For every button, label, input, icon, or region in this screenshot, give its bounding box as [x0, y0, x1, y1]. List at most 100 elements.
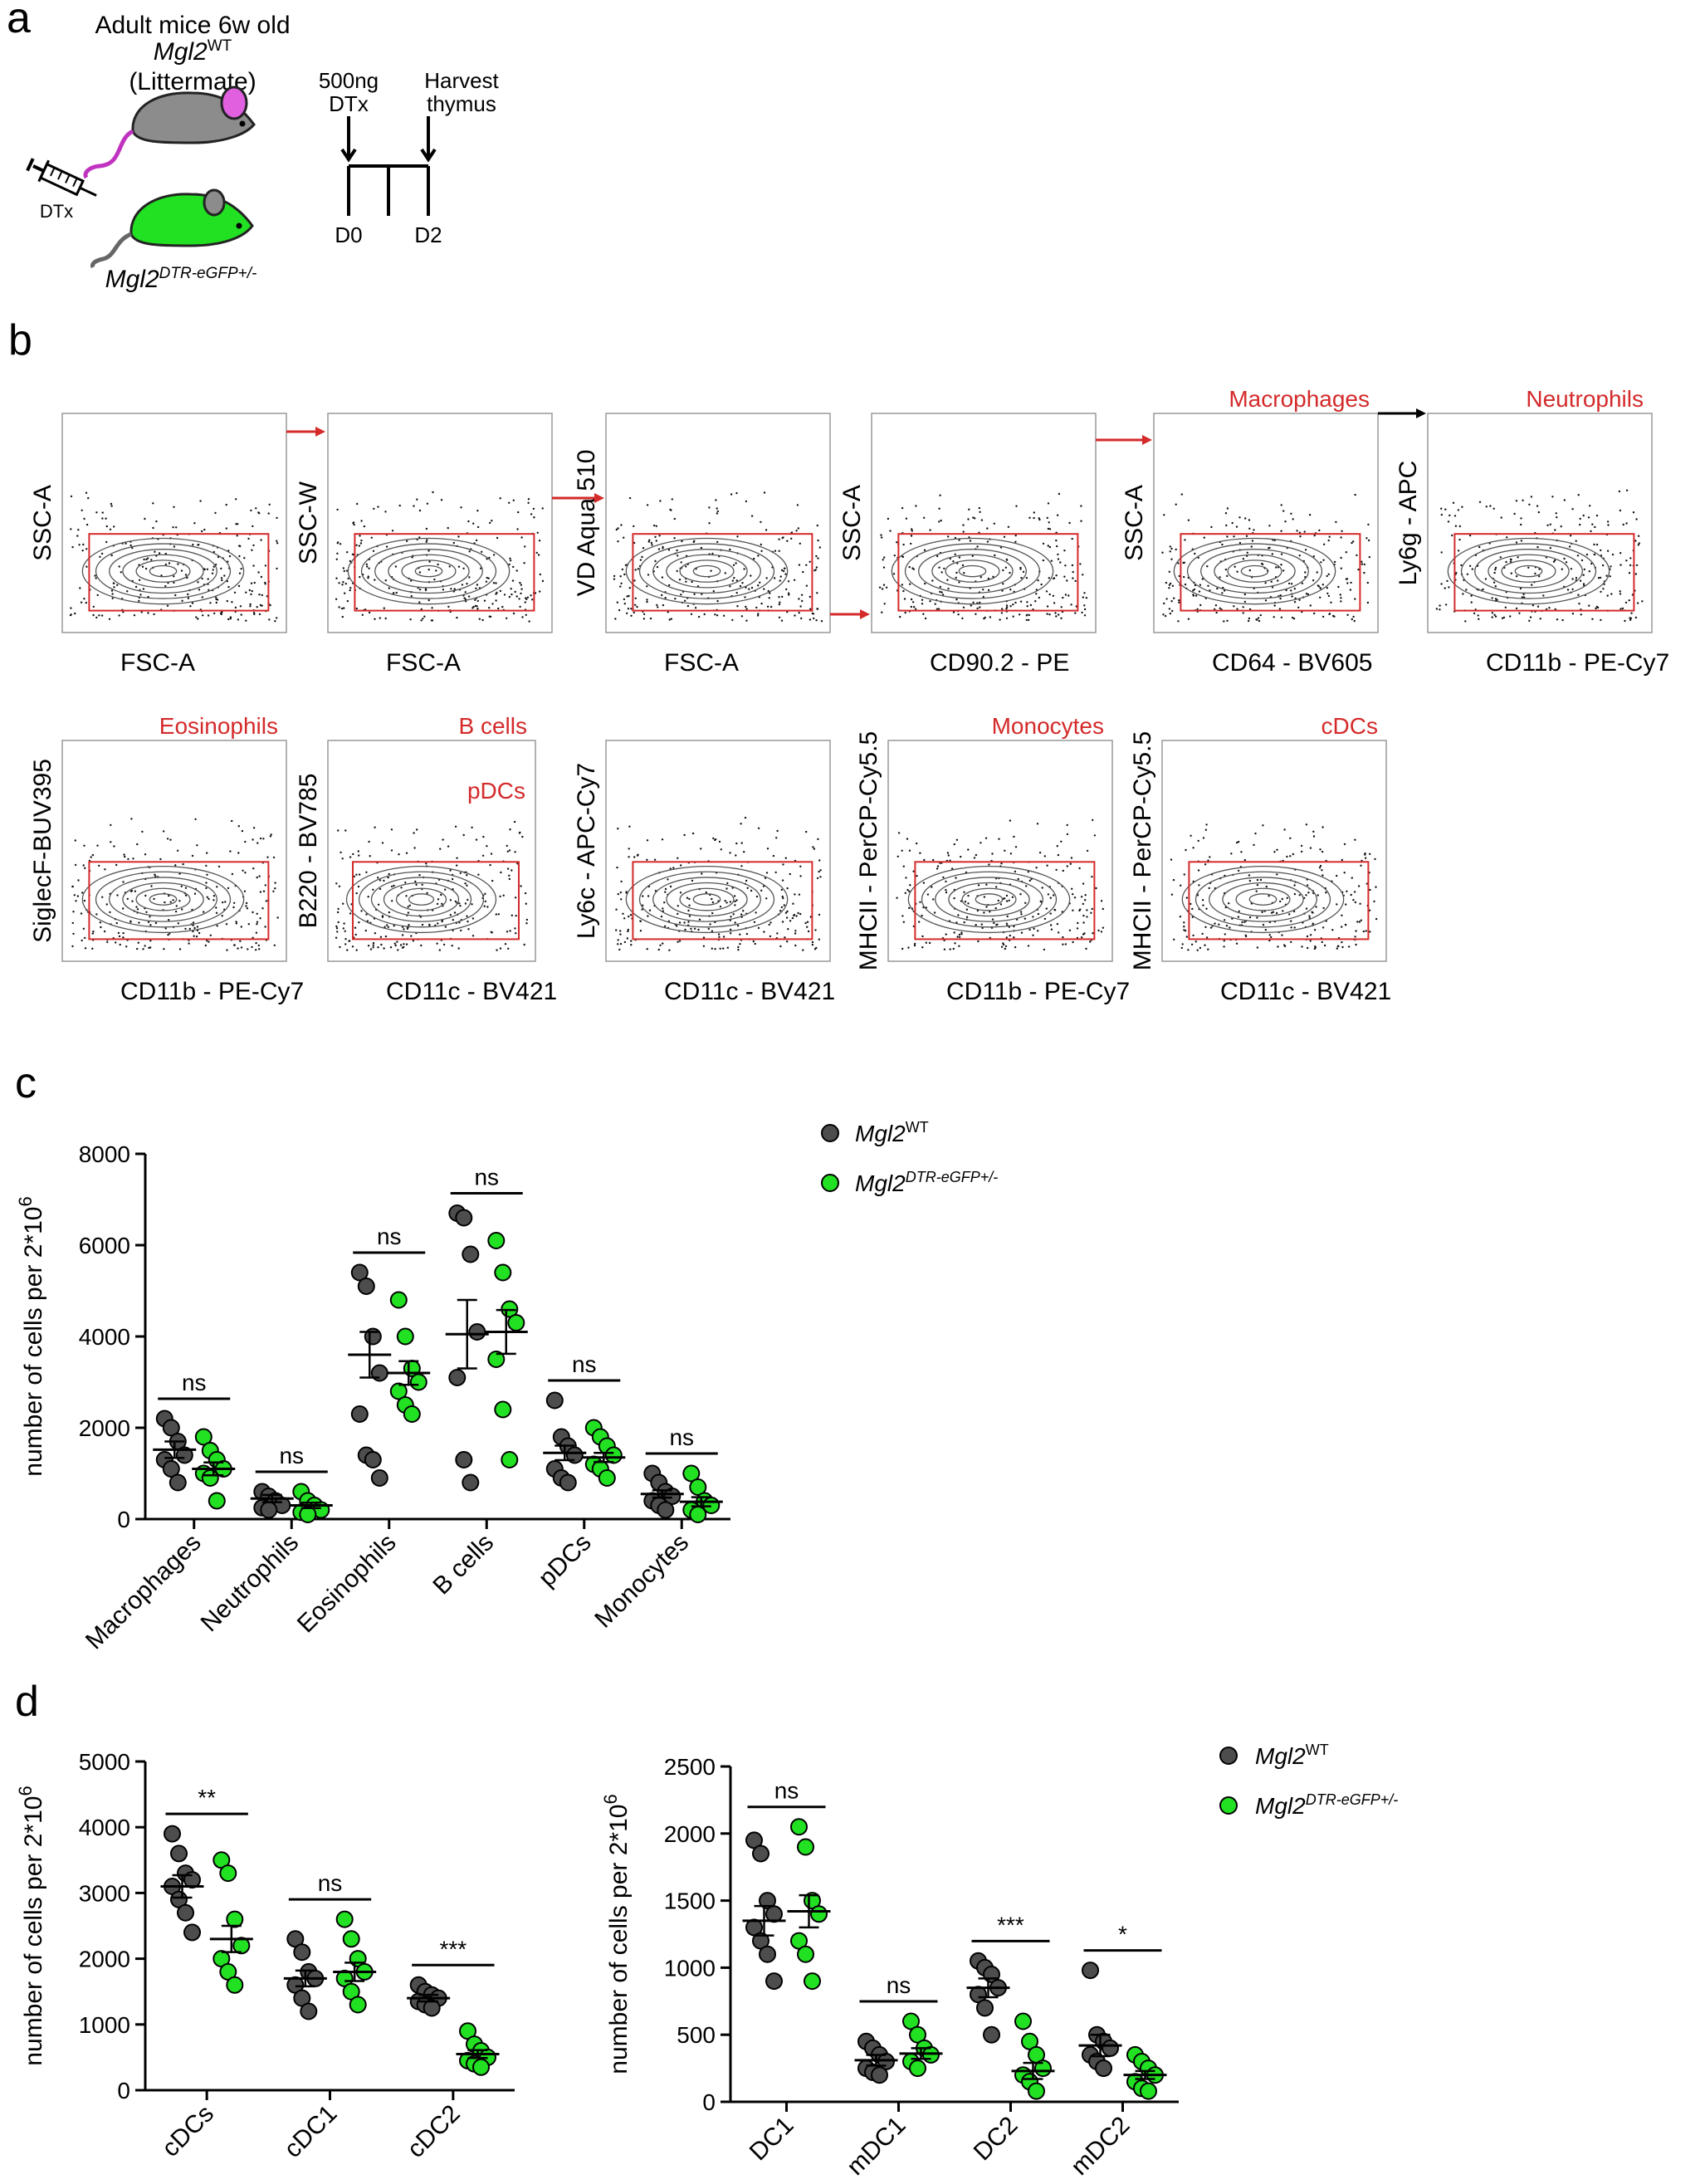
flow-plot-events	[615, 816, 822, 951]
data-point	[922, 2045, 940, 2064]
data-point	[350, 1405, 369, 1423]
flow-plot-frame	[887, 740, 1113, 962]
dose-line2: DTx	[329, 91, 369, 116]
data-point	[598, 1469, 616, 1487]
y-axis-label: number of cells per 2*106	[15, 1196, 47, 1476]
panel-a-schematic: Adult mice 6w old Mgl2WT (Littermate) DT…	[26, 12, 500, 293]
data-point	[370, 1469, 388, 1487]
significance-label: ns	[774, 1778, 799, 1804]
flow-ylabel: Ly6g - APC	[1395, 461, 1422, 586]
y-axis-label-exp: 6	[600, 1794, 621, 1804]
flow-gate	[354, 533, 535, 612]
data-point	[559, 1473, 577, 1492]
flow-gate-label: Macrophages	[1229, 386, 1370, 412]
legend-dtr-dot	[821, 1174, 839, 1192]
title-adult-mice: Adult mice 6w old	[95, 12, 290, 39]
y-tick-label: 2000	[664, 1821, 716, 1847]
data-point	[797, 1945, 814, 1963]
data-point	[682, 1464, 701, 1483]
x-tick-label: Neutrophils	[196, 1529, 305, 1638]
y-axis-label: number of cells per 2*106	[15, 1786, 47, 2065]
flow-xlabel: CD11b - PE-Cy7	[120, 978, 304, 1004]
flow-ylabel: MHCII - PerCP-Cy5.5	[1129, 731, 1156, 970]
data-point	[689, 1506, 707, 1523]
data-point	[409, 1373, 427, 1391]
data-point	[226, 1976, 244, 1994]
data-point	[403, 1405, 421, 1423]
harvest-line2: thymus	[427, 91, 496, 116]
flow-plot-frame	[1153, 413, 1379, 633]
flow-gate-label-2: pDCs	[467, 778, 525, 804]
flow-plot-contours	[81, 865, 245, 934]
data-point	[797, 1838, 814, 1856]
data-point	[689, 1478, 707, 1496]
flow-plot-frame	[1427, 413, 1653, 633]
data-point	[350, 1263, 369, 1282]
data-point	[1102, 2039, 1119, 2057]
data-point	[501, 1451, 519, 1468]
data-point	[462, 1245, 480, 1263]
data-point	[260, 1501, 278, 1519]
x-tick-label: Macrophages	[81, 1529, 207, 1655]
data-point	[1082, 1962, 1099, 1980]
flow-gate	[897, 533, 1079, 612]
legend-wt-label: Mgl2WT	[855, 1119, 929, 1146]
y-tick-label: 0	[117, 2078, 130, 2103]
significance-label: ns	[318, 1870, 343, 1896]
flow-gate-label: B cells	[459, 713, 527, 739]
flow-gate-label: Monocytes	[992, 713, 1104, 739]
flow-ylabel: VD Aqua 510	[573, 450, 600, 597]
x-tick-label: B cells	[427, 1529, 499, 1600]
y-tick-label: 6000	[79, 1233, 130, 1258]
x-tick-label: pDCs	[533, 1529, 596, 1592]
data-point	[765, 1972, 783, 1991]
flow-gate-label: Eosinophils	[159, 713, 278, 739]
flow-plot-frame	[61, 413, 287, 633]
data-point	[752, 1844, 769, 1863]
data-point	[909, 2059, 926, 2078]
flow-xlabel: FSC-A	[120, 649, 195, 677]
data-point	[162, 1419, 180, 1437]
data-point	[448, 1369, 467, 1386]
flow-xlabel: FSC-A	[386, 649, 461, 677]
flow-xlabel: FSC-A	[664, 649, 739, 677]
x-tick-label: Eosinophils	[292, 1529, 402, 1639]
data-point	[759, 1945, 776, 1963]
data-point	[183, 1923, 201, 1942]
gating-arrowhead	[1416, 408, 1426, 418]
y-tick-label: 1500	[664, 1888, 716, 1914]
y-tick-label: 5000	[79, 1749, 130, 1775]
significance-label: ns	[279, 1443, 304, 1468]
flow-plot-contours	[891, 537, 1054, 605]
data-point	[462, 1473, 480, 1492]
flow-gate-label: Neutrophils	[1526, 386, 1644, 412]
x-tick-label: DC2	[969, 2112, 1023, 2167]
x-tick-label: cDC1	[279, 2100, 342, 2163]
legend-d-dtr-label: Mgl2DTR-eGFP+/-	[1255, 1791, 1398, 1819]
flow-plot-contours	[347, 537, 511, 605]
flow-gate	[88, 533, 270, 612]
significance-label: ns	[474, 1165, 499, 1190]
data-point	[657, 1501, 675, 1519]
harvest-line1: Harvest	[424, 68, 499, 93]
significance-label: ***	[997, 1912, 1024, 1937]
y-tick-label: 4000	[79, 1815, 130, 1840]
flow-xlabel: CD11c - BV421	[386, 978, 557, 1004]
timeline-d2: D2	[414, 222, 442, 247]
x-tick-label: Monocytes	[589, 1529, 694, 1634]
data-point	[232, 1937, 251, 1955]
y-tick-label: 0	[117, 1507, 130, 1532]
data-point	[487, 1351, 506, 1368]
flow-plot-frame	[327, 740, 536, 962]
data-point	[1028, 2082, 1045, 2100]
data-point	[494, 1263, 512, 1282]
data-point	[364, 1451, 382, 1468]
legend-wt-dot	[821, 1124, 839, 1142]
significance-label: ns	[182, 1370, 207, 1395]
